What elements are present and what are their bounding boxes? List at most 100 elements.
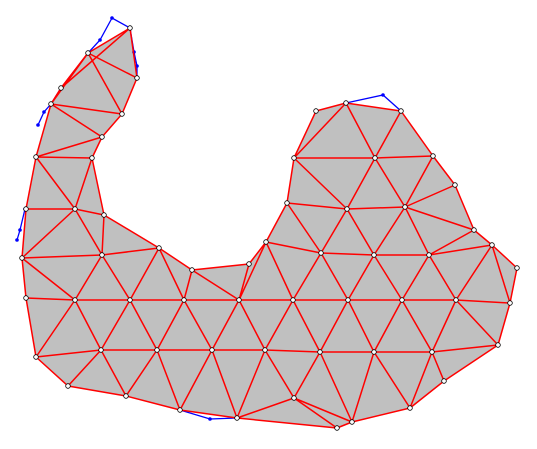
mesh-node <box>33 354 39 360</box>
mesh-edge <box>74 157 93 210</box>
mesh-edge <box>35 136 103 158</box>
mesh-node <box>177 407 183 413</box>
mesh-node <box>318 250 324 256</box>
mesh-node <box>263 239 269 245</box>
mesh-node <box>426 252 432 258</box>
mesh-edge <box>373 351 411 409</box>
mesh-edge <box>91 157 105 216</box>
mesh-edge <box>374 157 406 208</box>
mesh-node <box>430 153 436 159</box>
mesh-edge <box>103 214 160 249</box>
mesh-edge <box>125 395 181 411</box>
mesh-node <box>402 204 408 210</box>
curve-control-point <box>36 123 40 127</box>
mesh-edge <box>401 254 430 301</box>
mesh-edge <box>345 102 402 112</box>
mesh-node <box>343 100 349 106</box>
mesh-edge <box>351 351 375 423</box>
mesh-edge <box>286 202 322 254</box>
mesh-edge <box>373 299 403 353</box>
mesh-edge <box>293 397 338 429</box>
mesh-node <box>156 245 162 251</box>
mesh-edge <box>156 299 185 351</box>
mesh-edge <box>346 206 406 210</box>
mesh-edge <box>35 356 69 387</box>
mesh-node <box>398 108 404 114</box>
mesh-edge <box>409 351 433 409</box>
mesh-edge <box>265 241 322 254</box>
mesh-edge <box>351 407 411 423</box>
mesh-edge <box>121 77 138 115</box>
mesh-edge <box>428 244 493 256</box>
mesh-fill <box>21 27 518 429</box>
mesh-edge <box>101 113 123 138</box>
mesh-edge <box>428 229 475 256</box>
curve-control-point <box>18 228 22 232</box>
mesh-edge <box>443 344 499 382</box>
mesh-edge <box>100 299 131 351</box>
mesh-node <box>284 200 290 206</box>
mesh-edge <box>101 247 160 256</box>
mesh-edge <box>345 102 376 159</box>
mesh-edge <box>315 102 347 112</box>
mesh-edge <box>74 208 105 216</box>
mesh-edge <box>183 269 193 301</box>
mesh-edge <box>21 257 27 299</box>
mesh-edge <box>319 299 349 353</box>
mesh-edge <box>236 349 266 419</box>
mesh-node <box>48 101 54 107</box>
mesh-node <box>507 300 513 306</box>
mesh-edge <box>293 351 321 399</box>
mesh-edge <box>158 247 185 301</box>
mesh-edge <box>74 208 103 256</box>
mesh-node <box>33 154 39 160</box>
mesh-node <box>349 419 355 425</box>
mesh-node <box>23 206 29 212</box>
mesh-node <box>291 395 297 401</box>
mesh-edge <box>320 208 348 254</box>
mesh-edge <box>158 247 193 271</box>
mesh-node <box>514 265 520 271</box>
mesh-edge <box>373 254 403 301</box>
mesh-edge <box>21 257 76 301</box>
curve-control-point <box>42 110 46 114</box>
mesh-node <box>313 108 319 114</box>
mesh-edge <box>91 136 103 159</box>
mesh-edge <box>236 397 295 419</box>
mesh-node <box>65 383 71 389</box>
mesh-edge <box>129 299 158 351</box>
mesh-edge <box>25 297 37 358</box>
mesh-edge <box>179 409 238 419</box>
mesh-node <box>127 25 133 31</box>
mesh-edge <box>455 299 499 346</box>
mesh-edge <box>191 269 240 301</box>
mesh-node <box>19 255 25 261</box>
mesh-edge <box>211 299 240 351</box>
mesh-edge <box>179 349 213 411</box>
mesh-edge <box>347 254 375 301</box>
mesh-edge <box>286 157 295 204</box>
mesh-edge <box>74 254 103 301</box>
mesh-edge <box>400 110 434 157</box>
mesh-node <box>72 297 78 303</box>
mesh-node <box>441 378 447 384</box>
mesh-edge <box>67 385 127 397</box>
mesh-node <box>495 342 501 348</box>
mesh-edge <box>374 155 434 159</box>
mesh-edge <box>373 206 406 256</box>
curve-control-point <box>381 93 385 97</box>
mesh-node <box>371 349 377 355</box>
mesh-edge <box>455 299 511 304</box>
mesh-node <box>344 206 350 212</box>
mesh-node <box>85 50 91 56</box>
mesh-node <box>371 252 377 258</box>
mesh-node <box>89 155 95 161</box>
mesh-edge <box>129 27 138 79</box>
mesh-node <box>58 85 64 91</box>
mesh-edge <box>428 254 457 301</box>
mesh-node <box>134 75 140 81</box>
mesh-edge <box>101 214 105 256</box>
mesh-edge <box>432 155 456 186</box>
mesh-node <box>246 261 252 267</box>
